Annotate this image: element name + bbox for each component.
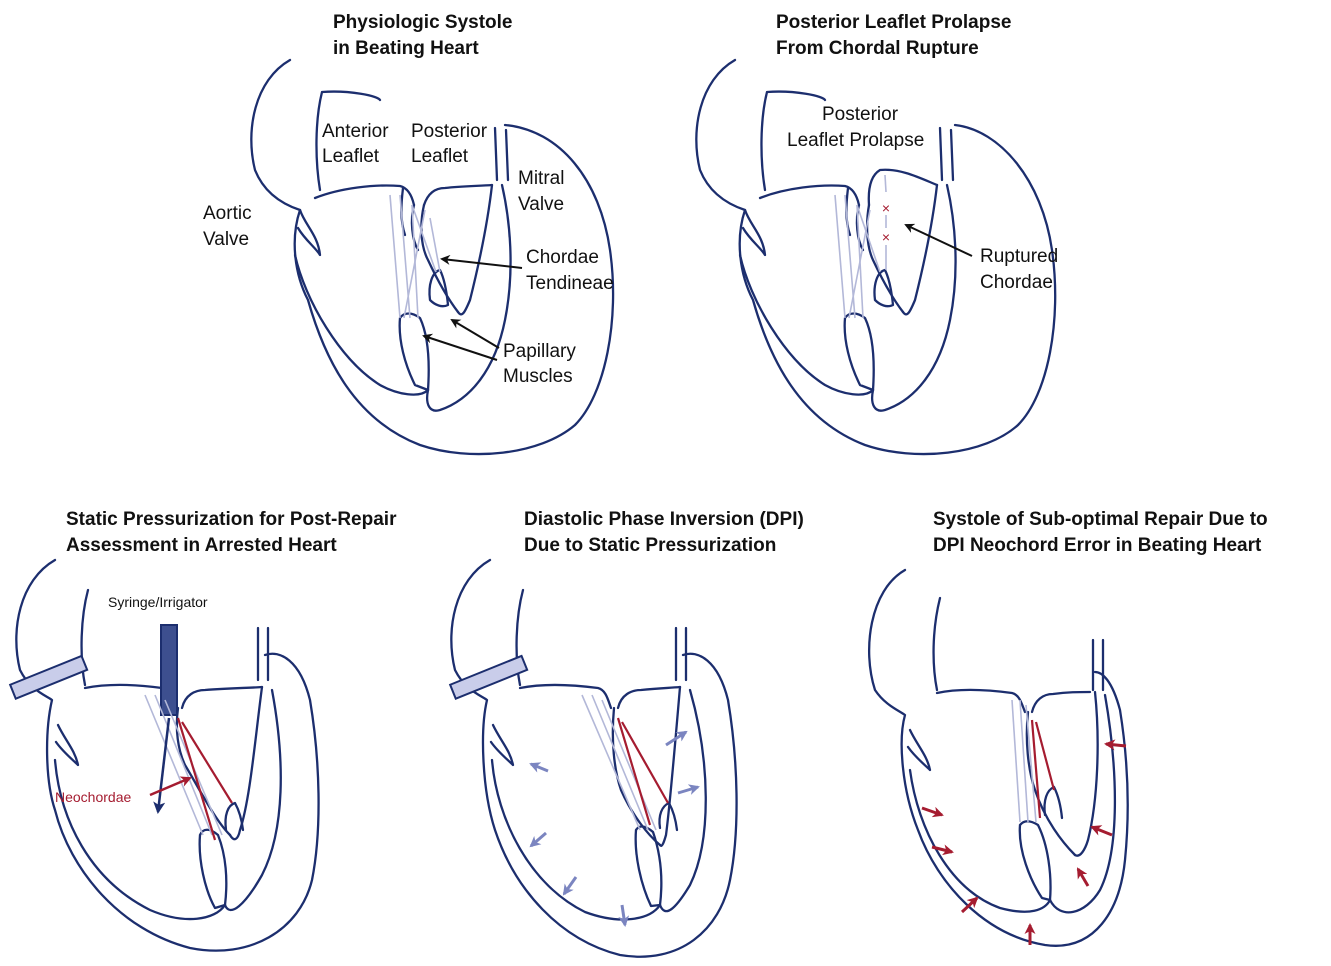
chordae-tendineae-label-1: Chordae <box>526 247 599 268</box>
aortic-valve-label-1: Aortic <box>203 203 252 224</box>
panel4-title-line1: Diastolic Phase Inversion (DPI) <box>524 509 804 530</box>
inward-contraction-arrows <box>922 744 1126 945</box>
anterior-leaflet-label-2: Leaflet <box>322 146 380 167</box>
heart-outline <box>451 560 736 957</box>
papillary-muscles-label-2: Muscles <box>503 366 573 387</box>
panel-physiologic-systole: Physiologic Systole in Beating Heart <box>203 12 614 454</box>
pressure-arrow <box>678 787 698 793</box>
aortic-valve-label-2: Valve <box>203 229 249 250</box>
panel4-title-line2: Due to Static Pressurization <box>524 535 776 556</box>
panel-diastolic-phase-inversion: Diastolic Phase Inversion (DPI) Due to S… <box>450 509 804 957</box>
panel-static-pressurization: Static Pressurization for Post-Repair As… <box>10 509 397 951</box>
neochordae-label: Neochordae <box>55 789 131 805</box>
pressure-arrow <box>531 764 548 771</box>
panel1-title-line2: in Beating Heart <box>333 38 479 59</box>
contraction-arrow <box>1106 744 1126 746</box>
neochordae <box>1032 720 1054 818</box>
ruptured-chordae-label-2: Chordae <box>980 272 1053 293</box>
contraction-arrow <box>1078 869 1088 886</box>
papillary-pointer-arrow-1 <box>452 320 499 348</box>
neochordae <box>618 718 668 825</box>
prolapse-label-2: Leaflet Prolapse <box>787 130 924 151</box>
contraction-arrow <box>1092 827 1112 835</box>
panel-suboptimal-repair-systole: Systole of Sub-optimal Repair Due to DPI… <box>869 509 1268 946</box>
panel-posterior-prolapse: Posterior Leaflet Prolapse From Chordal … <box>696 12 1058 454</box>
panel3-title-line1: Static Pressurization for Post-Repair <box>66 509 397 530</box>
chordae-tendineae <box>1012 700 1036 822</box>
anterior-leaflet-label-1: Anterior <box>322 121 389 142</box>
neochordae-pointer-arrow <box>150 778 190 795</box>
annuloplasty-ring <box>450 656 527 699</box>
mitral-valve-label-2: Valve <box>518 194 564 215</box>
ruptured-pointer-arrow <box>906 225 972 256</box>
panel3-title-line2: Assessment in Arrested Heart <box>66 535 337 556</box>
chordae-tendineae <box>145 695 222 835</box>
chordae-tendineae <box>390 195 440 318</box>
ruptured-chordae-label-1: Ruptured <box>980 246 1058 267</box>
contraction-arrow <box>922 808 942 815</box>
panel5-title-line1: Systole of Sub-optimal Repair Due to <box>933 509 1268 530</box>
prolapse-label-1: Posterior <box>822 104 899 125</box>
heart-outline <box>16 560 318 951</box>
papillary-muscles-label-1: Papillary <box>503 341 576 362</box>
posterior-leaflet-label-1: Posterior <box>411 121 488 142</box>
mitral-valve-label-1: Mitral <box>518 168 564 189</box>
panel1-title-line1: Physiologic Systole <box>333 12 513 33</box>
panel2-title-line1: Posterior Leaflet Prolapse <box>776 12 1011 33</box>
heart-outline <box>869 570 1128 946</box>
chordae-tendineae-label-2: Tendineae <box>526 273 614 294</box>
pressure-arrow <box>531 833 546 846</box>
rupture-mark-2: × <box>882 229 890 245</box>
syringe-irrigator <box>161 625 177 715</box>
pressure-arrow <box>564 877 576 894</box>
rupture-mark-1: × <box>882 200 890 216</box>
panel5-title-line2: DPI Neochord Error in Beating Heart <box>933 535 1262 556</box>
panel2-title-line2: From Chordal Rupture <box>776 38 979 59</box>
annuloplasty-ring <box>10 656 87 699</box>
posterior-leaflet-label-2: Leaflet <box>411 146 469 167</box>
pressure-arrow <box>622 905 625 925</box>
syringe-label: Syringe/Irrigator <box>108 594 208 610</box>
contraction-arrow <box>962 898 977 912</box>
